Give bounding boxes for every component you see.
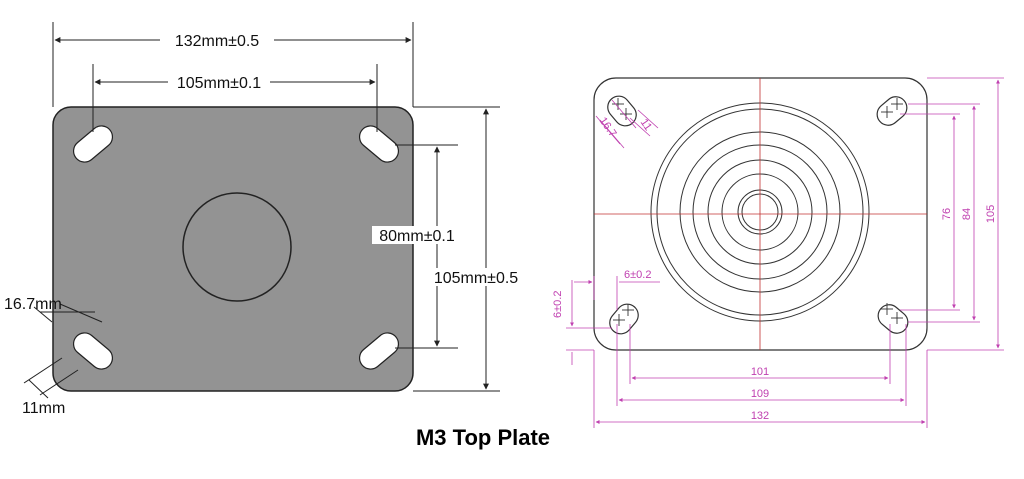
dim-84: 84 <box>961 208 973 220</box>
slot-bottom-right <box>358 332 400 370</box>
slot-r-br <box>877 304 909 334</box>
slot-top-right <box>358 125 400 163</box>
dim-76: 76 <box>941 208 953 220</box>
slot-bottom-left <box>72 332 114 370</box>
hole-spacing-y-label: 80mm±0.1 <box>379 228 455 245</box>
right-drawing: 16.7 11 6±0.2 6±0.2 <box>552 77 1004 428</box>
hole-spacing-x-label: 105mm±0.1 <box>177 75 261 92</box>
slot-width-dim: 11 <box>638 117 654 133</box>
slot-length-label: 16.7mm <box>4 296 62 313</box>
offset-x-dim: 6±0.2 <box>624 269 651 281</box>
center-hole-left <box>182 192 292 302</box>
dim-101: 101 <box>751 366 769 378</box>
offset-y-dim: 6±0.2 <box>552 291 564 318</box>
left-drawing: 132mm±0.5 105mm±0.1 80mm±0.1 105mm±0.5 1… <box>4 22 532 417</box>
height-label: 105mm±0.5 <box>434 270 518 287</box>
drawing-caption: M3 Top Plate <box>416 425 550 450</box>
dim-132: 132 <box>751 410 769 422</box>
slot-top-left <box>72 125 114 163</box>
dim-105: 105 <box>985 205 997 223</box>
width-label: 132mm±0.5 <box>175 33 259 50</box>
dim-109: 109 <box>751 388 769 400</box>
slot-width-label: 11mm <box>22 400 65 417</box>
